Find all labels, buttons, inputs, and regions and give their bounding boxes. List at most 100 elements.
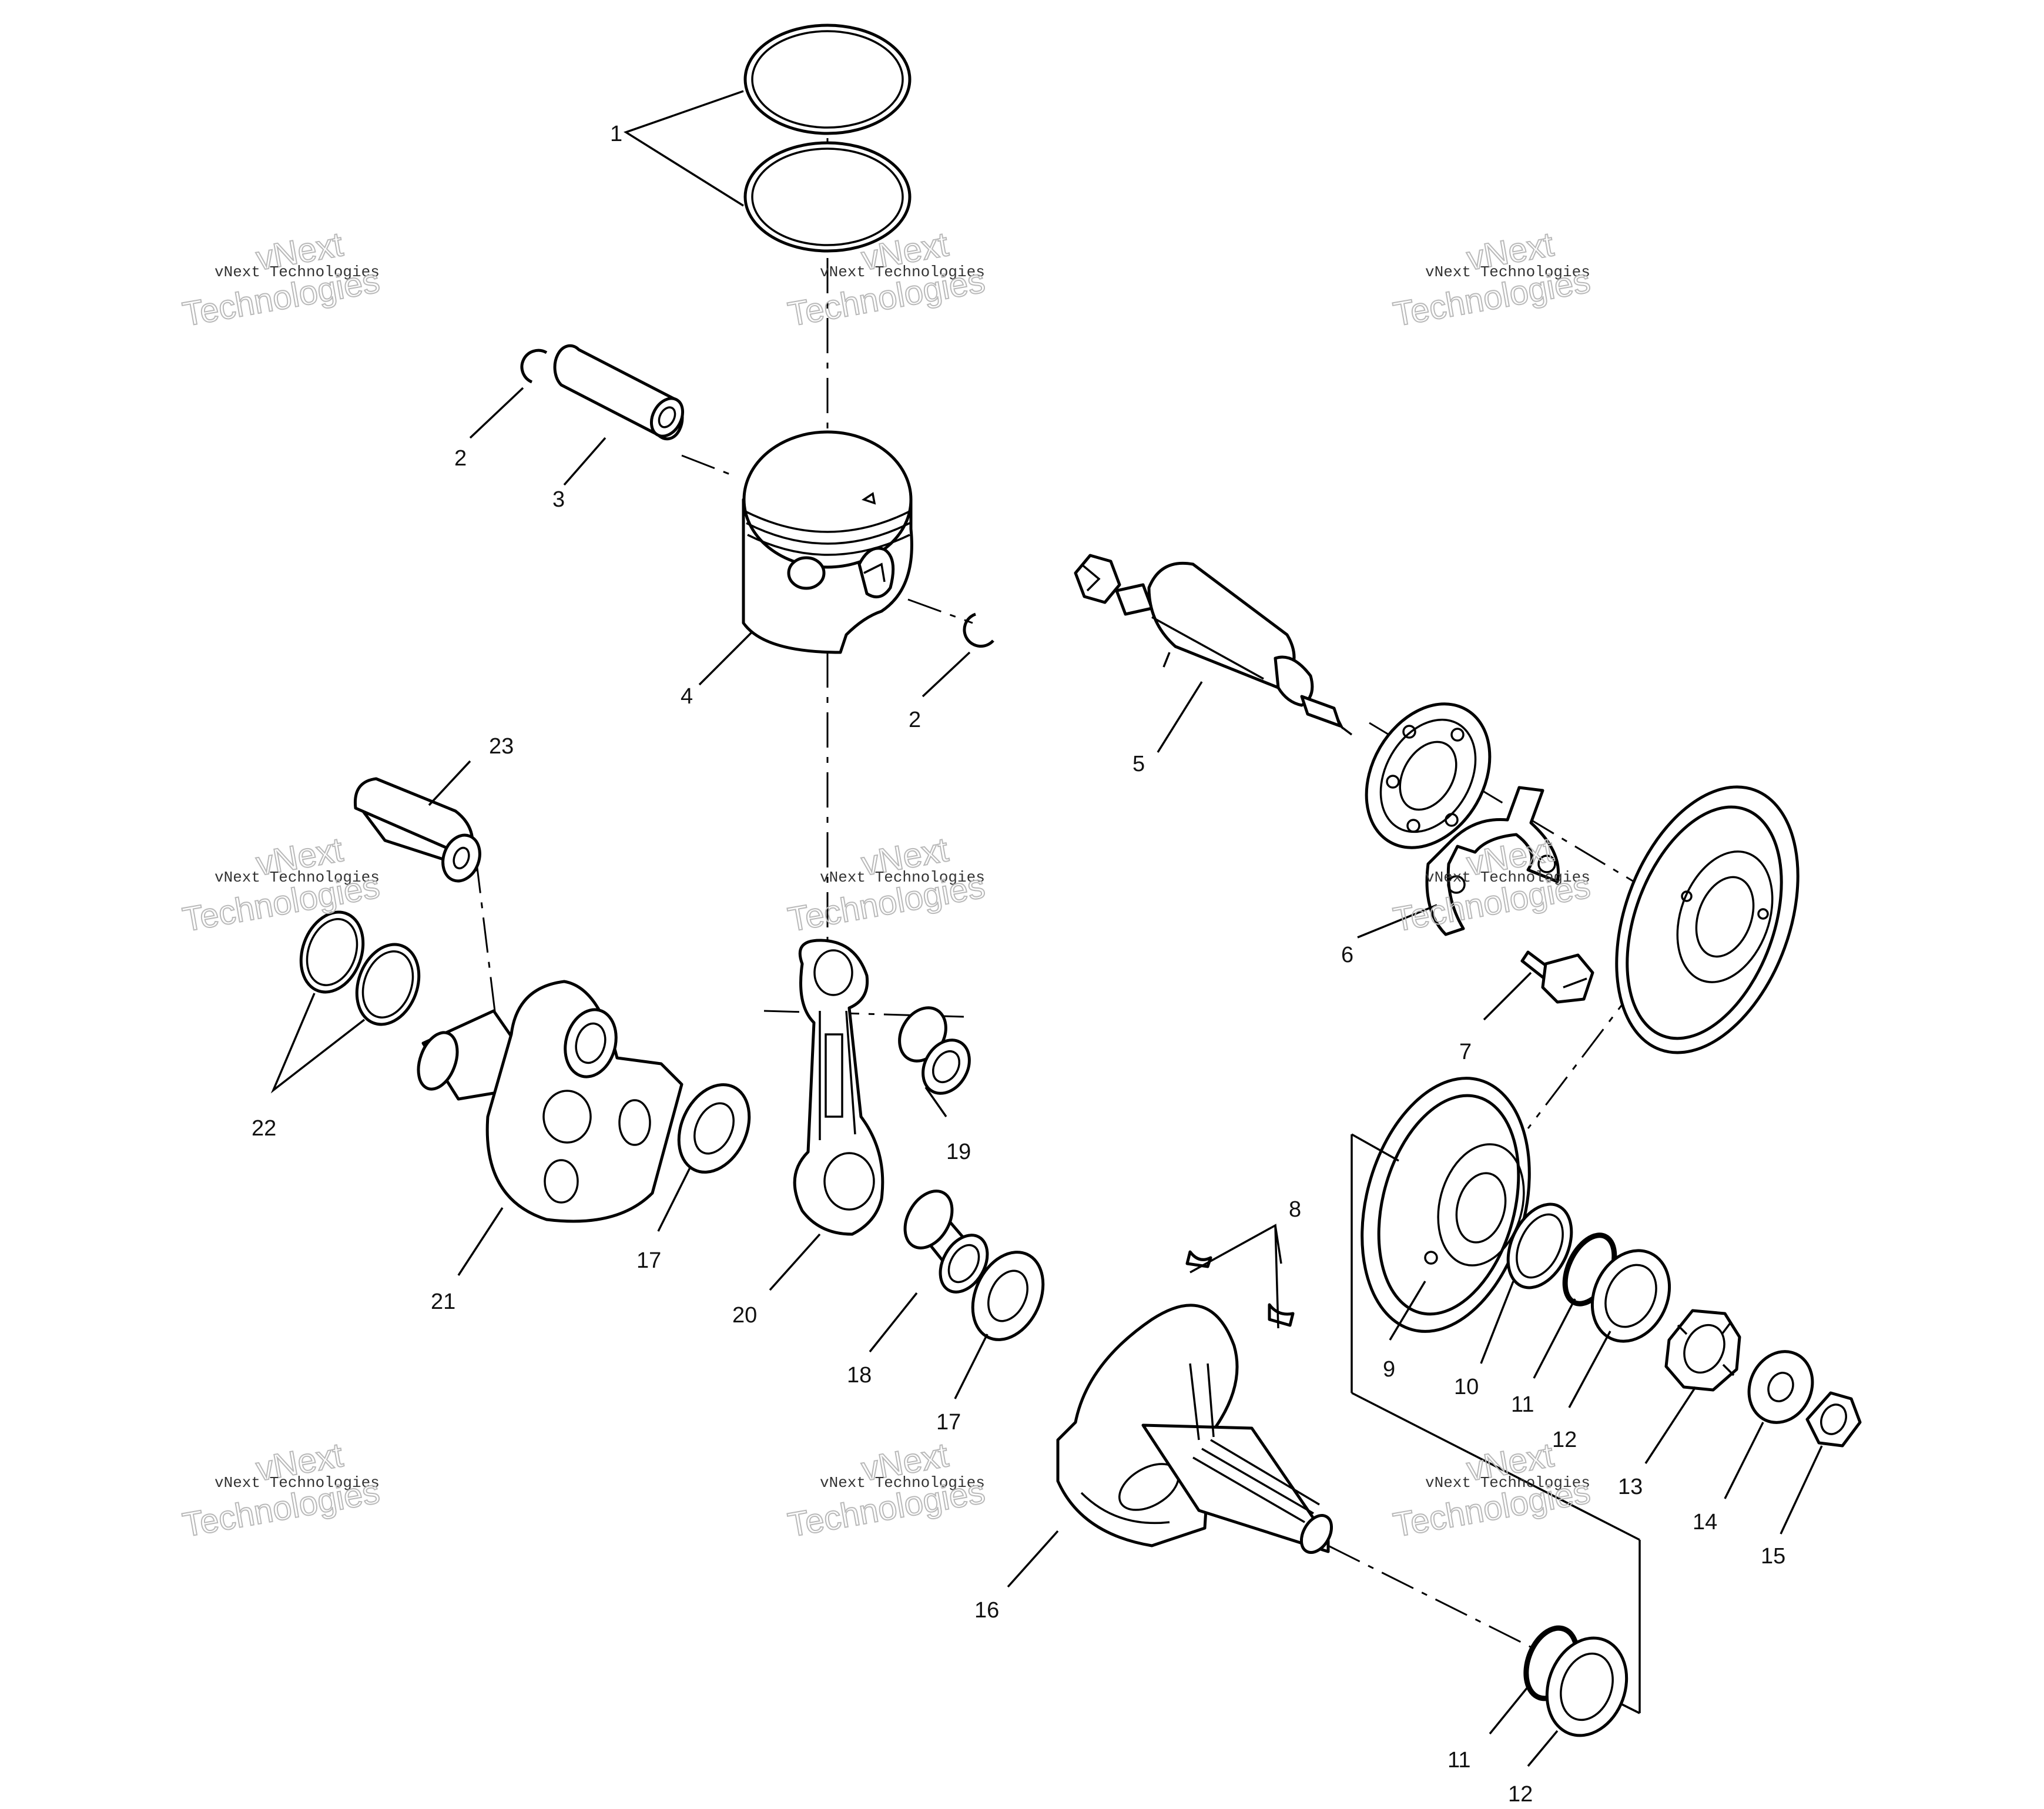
leader-1 (623, 90, 744, 207)
washer-10 (1506, 1202, 1573, 1289)
leader-16 (1007, 1530, 1059, 1588)
circlip-left (520, 349, 548, 384)
needle-bearing-18 (903, 1190, 989, 1294)
callout-1: 1 (610, 122, 622, 146)
svg-text:vNext Technologies: vNext Technologies (820, 263, 985, 281)
leader-22 (270, 993, 366, 1094)
callout-2a: 2 (454, 446, 467, 471)
svg-text:vNext Technologies: vNext Technologies (820, 869, 985, 886)
callout-19: 19 (946, 1140, 971, 1164)
leader-12a (1568, 1331, 1611, 1408)
callout-3: 3 (552, 487, 565, 512)
shim-22b (355, 943, 421, 1026)
connecting-rod (793, 939, 884, 1236)
watermark-5: vNext vNext Technologies Technologies (785, 830, 989, 940)
large-gear (1615, 785, 1800, 1054)
leader-17b (954, 1334, 989, 1399)
svg-text:vNext Technologies: vNext Technologies (820, 1474, 985, 1492)
leader-8b (1274, 1225, 1282, 1264)
callout-15: 15 (1761, 1544, 1785, 1569)
leader-11a (1533, 1298, 1576, 1379)
thrust-washer-17b (971, 1251, 1045, 1341)
thrust-washer-17a (677, 1083, 751, 1174)
svg-text:vNext Technologies: vNext Technologies (215, 869, 380, 886)
flange-bolt (1520, 950, 1594, 1004)
svg-text:vNext Technologies: vNext Technologies (1425, 869, 1590, 886)
leader-3 (563, 437, 607, 486)
callout-18: 18 (847, 1363, 872, 1388)
piston (742, 430, 913, 654)
piston-rings (743, 24, 912, 253)
callout-20: 20 (732, 1303, 757, 1328)
leader-18 (869, 1292, 918, 1353)
woodruff-keys (1185, 1250, 1295, 1327)
watermark-3: vNext vNext Technologies Technologies (1390, 225, 1594, 334)
leader-19 (924, 1086, 947, 1118)
leader-11b (1489, 1686, 1529, 1735)
shim-22a (299, 910, 365, 994)
leader-23 (428, 760, 471, 806)
callout-9: 9 (1383, 1357, 1395, 1382)
callout-11b: 11 (1447, 1748, 1470, 1773)
shaft-assembly (1074, 554, 1353, 736)
callout-16: 16 (974, 1598, 999, 1623)
leader-4 (698, 631, 753, 686)
hex-nut-15 (1805, 1391, 1862, 1448)
callout-5: 5 (1132, 752, 1145, 776)
gear-9 (1361, 1077, 1531, 1333)
watermark-7: vNext vNext Technologies Technologies (179, 1435, 383, 1545)
callout-22: 22 (252, 1116, 276, 1141)
callout-21: 21 (431, 1289, 455, 1314)
callout-12b: 12 (1508, 1782, 1533, 1806)
piston-pin (553, 344, 685, 441)
leader-5 (1157, 681, 1203, 753)
callout-11a: 11 (1511, 1392, 1534, 1417)
callout-10: 10 (1454, 1375, 1479, 1399)
washer-14 (1747, 1350, 1814, 1424)
leader-17a (657, 1166, 692, 1232)
leader-2a (469, 387, 524, 439)
bracket-line-bottom (1351, 1392, 1640, 1541)
callout-17a: 17 (936, 1410, 961, 1435)
leader-12b (1527, 1730, 1559, 1767)
seal-12 (1590, 1249, 1671, 1343)
ball-bearing (1365, 702, 1492, 849)
watermark-1: vNext vNext Technologies Technologies (179, 225, 383, 334)
circlip-right (963, 612, 994, 648)
leader-14 (1724, 1422, 1764, 1499)
leader-10 (1480, 1281, 1514, 1364)
leader-13 (1644, 1386, 1697, 1464)
leader-20 (769, 1233, 821, 1291)
leader-2b (922, 651, 971, 698)
seal-12b (1545, 1636, 1629, 1737)
callout-13: 13 (1618, 1475, 1643, 1499)
svg-text:vNext Technologies: vNext Technologies (215, 263, 380, 281)
leader-7 (1483, 972, 1532, 1021)
callout-17b: 17 (636, 1248, 661, 1273)
svg-text:vNext Technologies: vNext Technologies (1425, 263, 1590, 281)
slotted-nut-13 (1664, 1309, 1741, 1392)
bracket-end (1621, 1703, 1640, 1714)
leader-15 (1780, 1445, 1823, 1535)
callout-7: 7 (1459, 1040, 1472, 1064)
callout-labels: 1 2 3 4 2 5 6 7 8 9 10 11 12 13 14 15 16… (252, 122, 1785, 1807)
watermark-8: vNext vNext Technologies Technologies (785, 1435, 989, 1545)
callout-2b: 2 (909, 708, 921, 732)
callout-8: 8 (1289, 1197, 1301, 1222)
crankshaft-right (1056, 1304, 1333, 1554)
retaining-plate (1425, 786, 1560, 936)
needle-bearing-19 (898, 1006, 971, 1095)
callout-23: 23 (489, 734, 514, 759)
callout-12a: 12 (1552, 1428, 1577, 1452)
crankshaft-left (417, 980, 683, 1223)
bracket-gear (1351, 1133, 1399, 1162)
svg-text:vNext Technologies: vNext Technologies (215, 1474, 380, 1492)
leader-21 (457, 1207, 504, 1276)
watermark-group: vNext vNext Technologies Technologies vN… (179, 225, 1594, 1545)
callout-6: 6 (1341, 943, 1353, 967)
leader-6 (1357, 904, 1437, 939)
leader-9 (1389, 1281, 1426, 1341)
crank-pin (353, 777, 481, 883)
callout-4: 4 (681, 684, 693, 709)
